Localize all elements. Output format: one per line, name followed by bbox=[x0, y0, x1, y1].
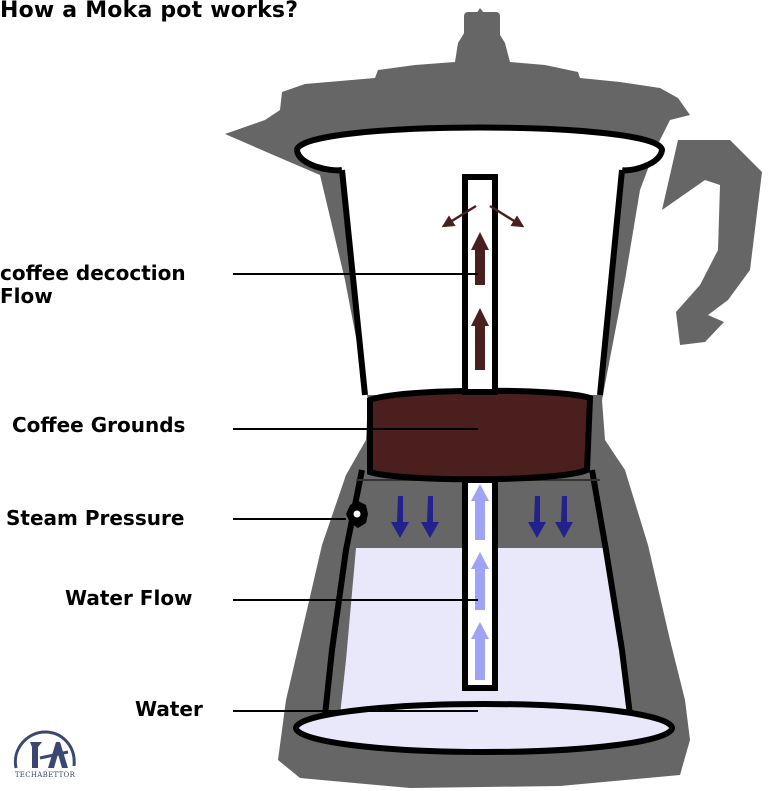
steam-arrow bbox=[391, 496, 409, 538]
label-coffee-grounds: Coffee Grounds bbox=[12, 413, 186, 437]
leader-lines bbox=[233, 273, 478, 712]
water-flow-arrow bbox=[471, 622, 489, 680]
label-water-flow: Water Flow bbox=[65, 586, 193, 610]
steam-arrow bbox=[421, 496, 439, 538]
water-flow-arrow bbox=[471, 484, 489, 540]
label-water: Water bbox=[135, 697, 203, 721]
steam-arrow bbox=[528, 496, 546, 538]
label-steam-pressure: Steam Pressure bbox=[6, 506, 185, 530]
coffee-grounds bbox=[367, 387, 594, 483]
water-flow-arrows bbox=[471, 484, 489, 680]
page-title: How a Moka pot works? bbox=[0, 0, 299, 23]
steam-pressure-arrows bbox=[391, 496, 573, 538]
coffee-spill-arrow bbox=[489, 204, 525, 228]
techabettor-logo bbox=[13, 730, 76, 769]
label-coffee-decoction-line2: Flow bbox=[0, 284, 53, 308]
label-coffee-decoction-flow: coffee decoction Flow bbox=[0, 262, 186, 308]
coffee-flow-arrow bbox=[471, 232, 489, 285]
coffee-spill-arrow bbox=[441, 204, 477, 228]
coffee-flow-arrows bbox=[441, 204, 525, 370]
steam-arrow bbox=[555, 496, 573, 538]
coffee-flow-arrow bbox=[471, 308, 489, 370]
label-coffee-decoction-line1: coffee decoction bbox=[0, 261, 186, 285]
logo-text: TECHABETTOR bbox=[14, 771, 76, 779]
water-flow-arrow bbox=[471, 552, 489, 610]
safety-valve-icon bbox=[346, 501, 368, 528]
